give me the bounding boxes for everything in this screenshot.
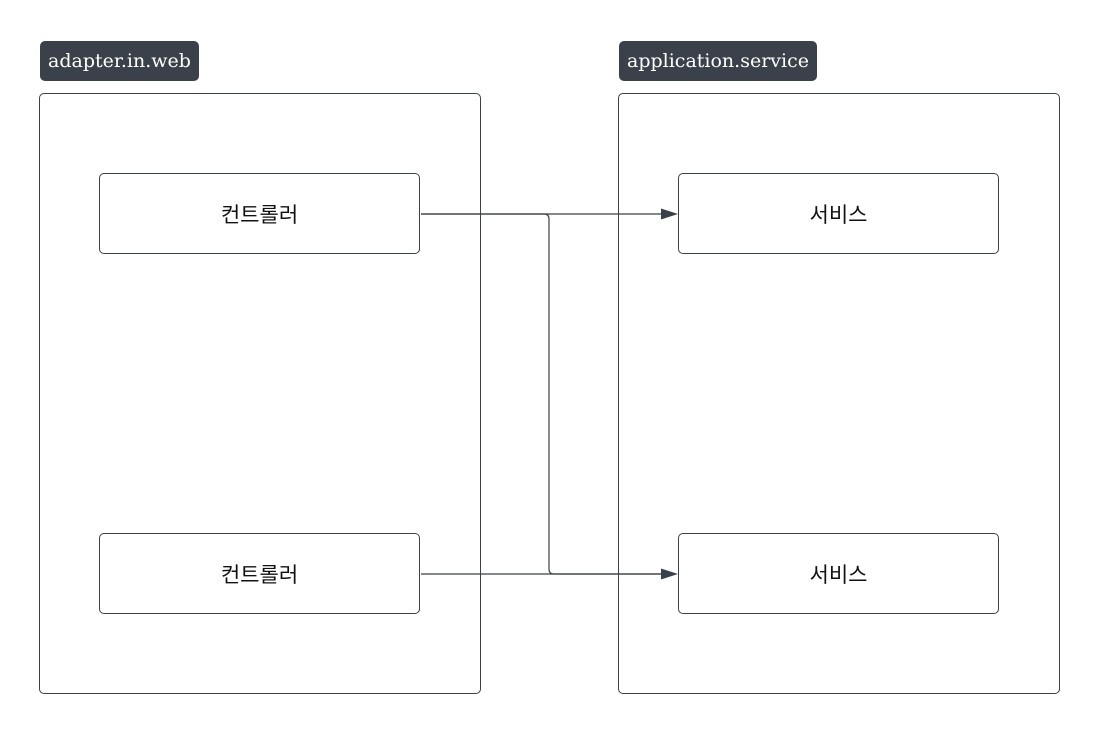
service-node-2[interactable]: 서비스 [678,533,999,614]
package-label-application-service: application.service [619,41,817,81]
connector-controller1-to-service2 [421,213,662,575]
service-node-label: 서비스 [809,202,868,227]
service-node-1[interactable]: 서비스 [678,173,999,254]
controller-node-1[interactable]: 컨트롤러 [99,173,420,254]
controller-node-label: 컨트롤러 [220,562,299,587]
package-box-application-service [618,93,1060,694]
service-node-label: 서비스 [809,562,868,587]
package-label-adapter-in-web: adapter.in.web [40,41,199,81]
package-box-adapter-in-web [39,93,481,694]
arrowhead-service1 [661,208,678,220]
controller-node-label: 컨트롤러 [220,202,299,227]
controller-node-2[interactable]: 컨트롤러 [99,533,420,614]
arrowhead-service2 [661,568,678,580]
